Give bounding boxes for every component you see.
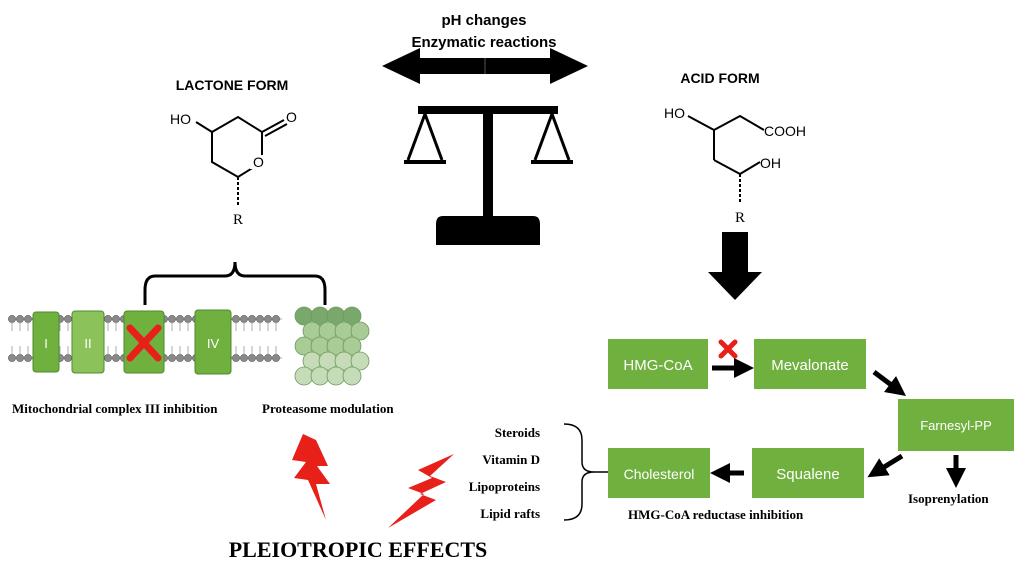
svg-text:Mevalonate: Mevalonate [771,357,849,374]
lactone-o-carbonyl: O [286,109,297,125]
svg-text:I: I [44,336,48,351]
complex-i: I [32,311,60,373]
reductase-inhibition-x-icon [718,339,738,359]
hmg-coa-box: HMG-CoA [608,339,708,389]
product-item: Lipoproteins [469,479,540,494]
isoprenylation-label: Isoprenylation [908,491,989,506]
product-item: Lipid rafts [480,506,540,521]
complex-ii: II [71,310,105,374]
lactone-ho: HO [170,111,191,127]
acid-ho: HO [664,105,685,121]
squalene-box: Squalene [752,448,864,498]
svg-text:HMG-CoA: HMG-CoA [623,357,692,374]
inhibition-x-icon [126,324,162,362]
farnesyl-box: Farnesyl-PP [898,399,1014,451]
pathway-arrows [710,358,966,488]
product-item: Steroids [495,425,540,440]
down-arrow [708,232,762,300]
acid-structure [687,114,765,202]
lightning-bolt-icon [292,434,330,520]
products-brace [563,423,608,521]
lactone-o-ring: O [253,154,264,170]
balance-scale-icon [404,106,573,245]
svg-text:Farnesyl-PP: Farnesyl-PP [920,418,992,433]
svg-text:Squalene: Squalene [776,466,839,483]
svg-text:IV: IV [207,336,220,351]
lightning-bolt-icon [388,454,454,528]
svg-text:II: II [84,336,91,351]
pleiotropic-title: PLEIOTROPIC EFFECTS [229,537,488,562]
acid-cooh: COOH [764,123,806,139]
complex-caption: Mitochondrial complex III inhibition [12,401,218,416]
acid-oh: OH [760,155,781,171]
proteasome-caption: Proteasome modulation [262,401,394,416]
complex-iii: III [123,310,165,374]
svg-text:Cholesterol: Cholesterol [624,466,695,482]
lactone-structure [195,115,288,205]
cholesterol-box: Cholesterol [608,448,710,498]
header-line-1: pH changes [441,12,526,29]
product-item: Vitamin D [482,452,540,467]
header-line-2: Enzymatic reactions [411,34,556,51]
lactone-title: LACTONE FORM [176,77,289,93]
double-arrow [382,48,588,84]
acid-title: ACID FORM [680,70,759,86]
lactone-r: R [233,212,243,228]
proteasome-icon [294,306,370,386]
acid-r: R [735,210,745,226]
mevalonate-box: Mevalonate [754,339,866,389]
complex-iv: IV [194,309,232,375]
bracket [143,261,327,305]
reductase-inhibition-caption: HMG-CoA reductase inhibition [628,507,804,522]
